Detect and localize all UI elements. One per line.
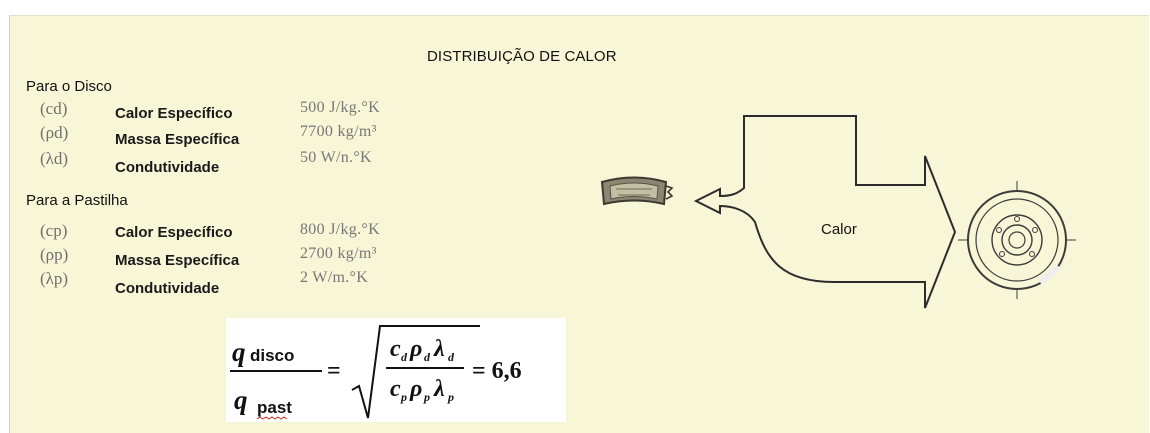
pastilha-value-rho: 2700 kg/m³: [300, 245, 377, 262]
disco-value-rho: 7700 kg/m³: [300, 123, 377, 140]
heat-label: Calor: [821, 221, 857, 238]
formula-result: = 6,6: [472, 358, 522, 384]
svg-text:d: d: [424, 350, 431, 364]
pastilha-value-c: 800 J/kg.°K: [300, 221, 380, 238]
pastilha-symbol-lambda: (λp): [40, 269, 69, 288]
svg-text:ρ: ρ: [409, 336, 422, 362]
svg-text:d: d: [448, 350, 455, 364]
svg-text:c: c: [390, 336, 401, 362]
disco-value-c: 500 J/kg.°K: [300, 99, 380, 116]
disco-property-lambda: Condutividade: [115, 159, 220, 176]
disco-symbol-rho: (ρd): [40, 123, 69, 142]
brake-pad-icon: [600, 176, 674, 206]
pastilha-value-lambda: 2 W/m.°K: [300, 269, 369, 286]
svg-text:p: p: [447, 390, 454, 404]
svg-text:p: p: [423, 390, 430, 404]
pastilha-heading: Para a Pastilha: [26, 192, 128, 209]
svg-text:=: =: [327, 358, 341, 384]
svg-text:ρ: ρ: [409, 376, 422, 402]
denominator-symbol: q: [234, 385, 248, 415]
disco-symbol-c: (cd): [40, 99, 68, 118]
disco-heading: Para o Disco: [26, 78, 112, 95]
pastilha-property-c: Calor Específico: [115, 224, 233, 241]
heat-flow-arrow: [693, 115, 957, 309]
pastilha-property-lambda: Condutividade: [115, 280, 220, 297]
slide-panel: [9, 15, 1149, 433]
disco-property-c: Calor Específico: [115, 105, 233, 122]
pastilha-property-rho: Massa Específica: [115, 252, 240, 269]
denominator-subscript: past: [257, 398, 292, 417]
brake-disc-icon: [958, 181, 1076, 299]
disco-value-lambda: 50 W/n.°K: [300, 149, 372, 166]
svg-text:d: d: [401, 350, 408, 364]
svg-text:c: c: [390, 376, 401, 402]
svg-text:λ: λ: [433, 376, 445, 402]
page-title: DISTRIBUIÇÃO DE CALOR: [427, 48, 617, 65]
pastilha-symbol-c: (cp): [40, 221, 68, 240]
numerator-symbol: q: [232, 337, 246, 367]
svg-text:p: p: [400, 390, 407, 404]
disco-property-rho: Massa Específica: [115, 131, 240, 148]
pastilha-symbol-rho: (ρp): [40, 245, 69, 264]
svg-text:λ: λ: [433, 336, 445, 362]
disco-symbol-lambda: (λd): [40, 149, 69, 168]
numerator-subscript: disco: [250, 346, 294, 365]
